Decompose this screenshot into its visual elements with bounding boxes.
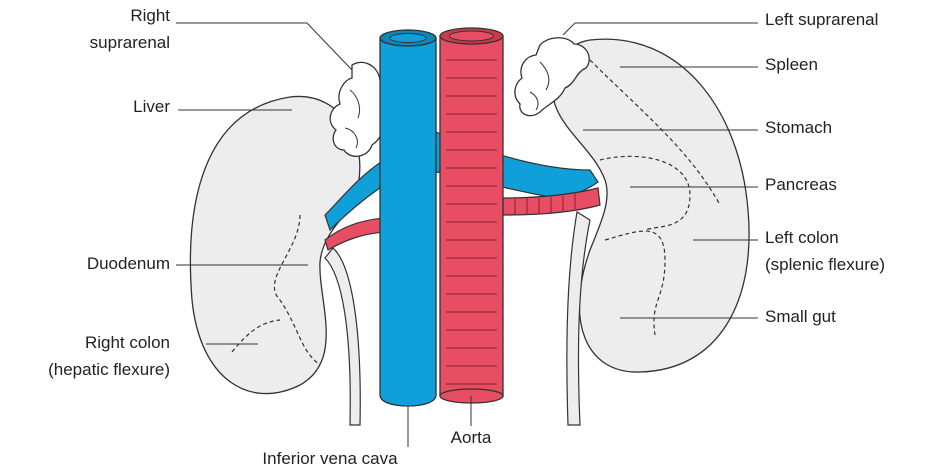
label-right-colon-line2: (hepatic flexure): [48, 360, 170, 379]
label-aorta: Aorta: [451, 428, 492, 447]
leader-right-suprarenal: [176, 23, 352, 70]
label-right-colon-line1: Right colon: [85, 333, 170, 352]
right-suprarenal-gland: [330, 62, 387, 156]
leader-left-suprarenal: [563, 23, 758, 35]
label-right-suprarenal-line2: suprarenal: [90, 33, 170, 52]
label-right-suprarenal-line1: Right: [130, 6, 170, 25]
label-left-suprarenal: Left suprarenal: [765, 10, 878, 29]
left-kidney: [552, 39, 749, 425]
right-ureter: [325, 248, 360, 425]
label-pancreas: Pancreas: [765, 175, 837, 194]
label-small-gut: Small gut: [765, 307, 836, 326]
label-left-colon-line1: Left colon: [765, 228, 839, 247]
label-liver: Liver: [133, 97, 170, 116]
label-ivc: Inferior vena cava: [262, 449, 398, 468]
label-spleen: Spleen: [765, 55, 818, 74]
aorta: [440, 28, 503, 403]
label-duodenum: Duodenum: [87, 254, 170, 273]
inferior-vena-cava: [380, 30, 436, 406]
label-stomach: Stomach: [765, 118, 832, 137]
label-left-colon-line2: (splenic flexure): [765, 255, 885, 274]
